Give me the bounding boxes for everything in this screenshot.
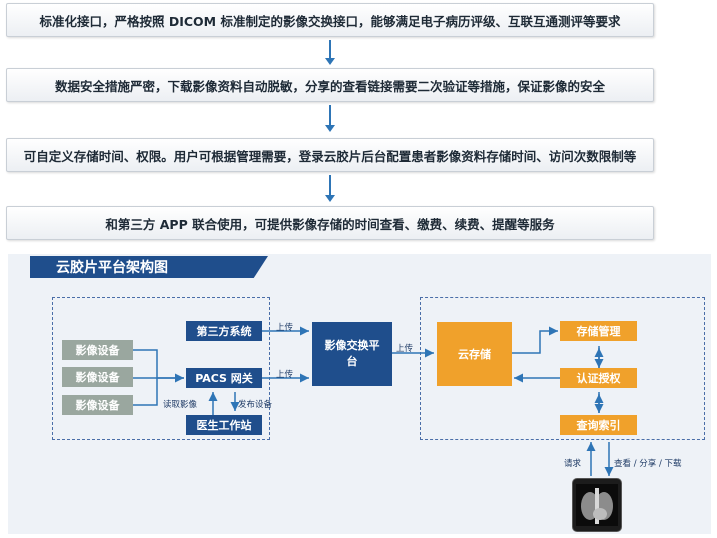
step-1-text: 标准化接口，严格按照 DICOM 标准制定的影像交换接口，能够满足电子病历评级、… <box>39 13 621 29</box>
cloud-storage: 云存储 <box>437 322 512 386</box>
imaging-device-1: 影像设备 <box>62 340 133 360</box>
architecture-title-text: 云胶片平台架构图 <box>56 260 168 276</box>
upload-label-1: 上传 <box>276 323 294 333</box>
down-arrow-2 <box>325 105 335 132</box>
auth-authorization: 认证授权 <box>560 368 637 388</box>
mobile-phone-icon <box>572 478 622 532</box>
hospital-zone <box>52 297 270 440</box>
request-label: 请求 <box>564 459 582 469</box>
step-4: 和第三方 APP 联合使用，可提供影像存储的时间查看、缴费、续费、提醒等服务 <box>6 206 654 240</box>
query-index: 查询索引 <box>560 415 637 435</box>
pacs-gateway: PACS 网关 <box>186 368 262 388</box>
read-image-label: 读取影像 <box>163 400 198 410</box>
step-3: 可自定义存储时间、权限。用户可根据管理需要，登录云胶片后台配置患者影像资料存储时… <box>6 138 654 172</box>
architecture-title: 云胶片平台架构图 <box>30 256 268 278</box>
upload-label-2: 上传 <box>276 370 294 380</box>
step-1: 标准化接口，严格按照 DICOM 标准制定的影像交换接口，能够满足电子病历评级、… <box>6 3 654 37</box>
step-2: 数据安全措施严密，下载影像资料自动脱敏，分享的查看链接需要二次验证等措施，保证影… <box>6 68 654 102</box>
publish-device-label: 发布设备 <box>238 400 273 410</box>
step-3-text: 可自定义存储时间、权限。用户可根据管理需要，登录云胶片后台配置患者影像资料存储时… <box>23 148 637 164</box>
upload-label-3: 上传 <box>396 344 414 354</box>
imaging-device-2: 影像设备 <box>62 367 133 387</box>
down-arrow-1 <box>325 40 335 65</box>
third-party-system: 第三方系统 <box>186 321 262 341</box>
storage-management: 存储管理 <box>560 321 637 341</box>
step-2-text: 数据安全措施严密，下载影像资料自动脱敏，分享的查看链接需要二次验证等措施，保证影… <box>54 78 605 94</box>
view-share-download-label: 查看 / 分享 / 下载 <box>614 459 682 469</box>
cloud-zone <box>420 297 705 440</box>
step-4-text: 和第三方 APP 联合使用，可提供影像存储的时间查看、缴费、续费、提醒等服务 <box>105 216 555 232</box>
down-arrow-3 <box>325 175 335 202</box>
imaging-device-3: 影像设备 <box>62 395 133 415</box>
doctor-workstation: 医生工作站 <box>186 415 262 435</box>
chest-xray-image <box>576 484 618 526</box>
image-exchange-platform: 影像交换平台 <box>312 322 392 386</box>
